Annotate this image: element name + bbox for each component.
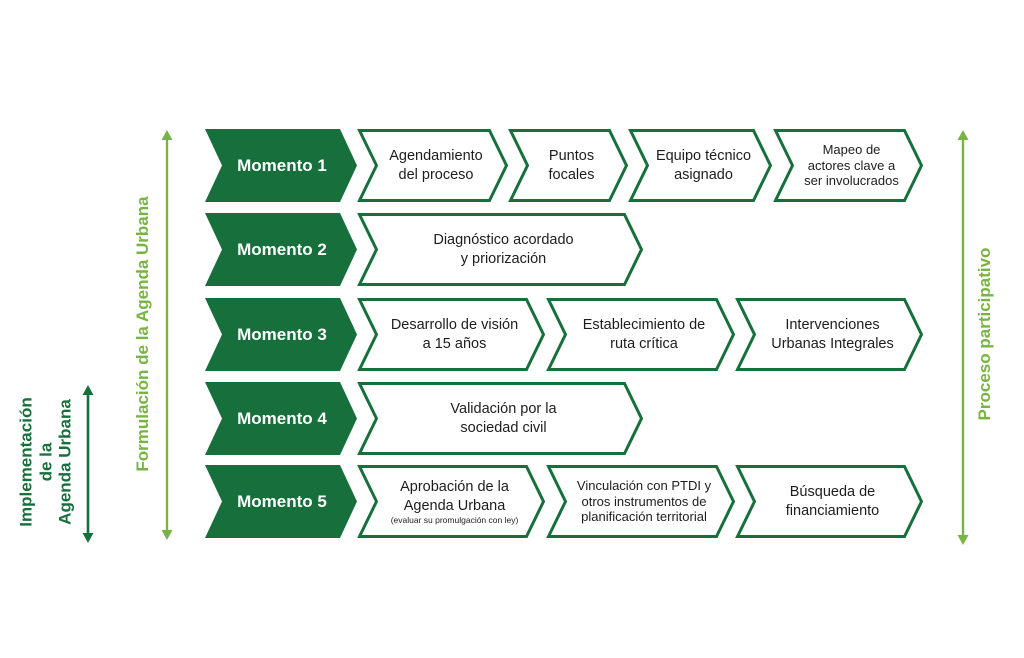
step-text-line: Búsqueda de — [789, 483, 876, 500]
moment-chevron — [205, 382, 357, 455]
step-chevron — [357, 129, 509, 202]
step-text-line: Agendamiento — [389, 147, 483, 164]
step-text-line: Puntos — [548, 147, 595, 164]
step-text: Validación por la sociedad civil — [374, 382, 633, 455]
step-text: Establecimiento de ruta crítica — [563, 298, 725, 371]
step-chevron — [628, 129, 773, 202]
step-text-line: a 15 años — [422, 335, 487, 352]
step-chevron — [546, 465, 736, 538]
moment-row — [205, 382, 644, 455]
moment-label: Momento 4 — [237, 408, 327, 428]
step-text-line: Diagnóstico acordado — [433, 231, 574, 248]
step-chevron — [773, 129, 924, 202]
formulation-arrow — [161, 130, 173, 540]
step-text: Agendamiento del proceso — [374, 129, 498, 202]
implementation-arrow — [82, 385, 94, 543]
moment-row — [205, 465, 924, 538]
step-text: Diagnóstico acordado y priorización — [374, 213, 633, 286]
moment-row — [205, 129, 924, 202]
step-note: (evaluar su promulgación con ley) — [390, 514, 519, 525]
step-text: Aprobación de la Agenda Urbana(evaluar su… — [374, 465, 535, 538]
step-text-line: Validación por la — [450, 400, 557, 417]
step-text-line: del proceso — [398, 166, 474, 183]
step-text-line: ser involucrados — [804, 173, 899, 189]
step-text-line: asignado — [674, 166, 733, 183]
step-text-line: sociedad civil — [460, 419, 547, 436]
step-chevron — [546, 298, 736, 371]
step-text-line: ruta crítica — [610, 335, 678, 352]
formulation-label: Formulación de la Agenda Urbana — [133, 196, 153, 472]
step-text-line: otros instrumentos de — [581, 493, 707, 509]
participation-label: Proceso participativo — [975, 247, 995, 421]
step-chevron — [357, 298, 546, 371]
step-chevron — [508, 129, 629, 202]
moment-label: Momento 1 — [237, 155, 327, 175]
step-chevron — [357, 213, 644, 286]
participation-arrow — [957, 130, 969, 545]
moment-label: Momento 2 — [237, 239, 327, 259]
moment-chevron — [205, 465, 357, 538]
step-text-line: planificación territorial — [581, 509, 707, 525]
step-chevron — [357, 465, 546, 538]
step-text-line: y priorización — [460, 250, 547, 267]
step-chevron — [735, 465, 924, 538]
implementation-label-line: de la — [36, 442, 56, 482]
step-chevron — [357, 382, 644, 455]
step-text-line: Aprobación de la — [400, 478, 509, 495]
step-text-line: Mapeo de — [822, 141, 881, 157]
moment-label: Momento 5 — [237, 491, 327, 511]
step-chevron — [735, 298, 924, 371]
step-text-line: Urbanas Integrales — [771, 335, 894, 352]
step-text-line: Intervenciones — [785, 316, 880, 333]
step-text-line: Establecimiento de — [582, 316, 706, 333]
moment-chevron — [205, 129, 357, 202]
step-text: Búsqueda de financiamiento — [752, 465, 913, 538]
moment-chevron — [205, 213, 357, 286]
step-text: Desarrollo de visión a 15 años — [374, 298, 535, 371]
step-text-line: Equipo técnico — [655, 147, 752, 164]
step-text-line: focales — [548, 166, 595, 183]
step-text: Equipo técnico asignado — [645, 129, 762, 202]
implementation-label-line: Agenda Urbana — [55, 399, 75, 525]
step-text-line: Agenda Urbana — [403, 497, 506, 514]
moment-label: Momento 3 — [237, 324, 327, 344]
step-text-line: Vinculación con PTDI y — [576, 477, 712, 493]
step-text-line: Desarrollo de visión — [390, 316, 519, 333]
moment-row — [205, 298, 924, 371]
step-text: Puntos focales — [525, 129, 618, 202]
step-text-line: actores clave a — [807, 157, 896, 173]
moment-row — [205, 213, 644, 286]
moment-chevron — [205, 298, 357, 371]
implementation-label-line: Implementación — [16, 397, 36, 527]
step-text-line: financiamiento — [785, 502, 880, 519]
